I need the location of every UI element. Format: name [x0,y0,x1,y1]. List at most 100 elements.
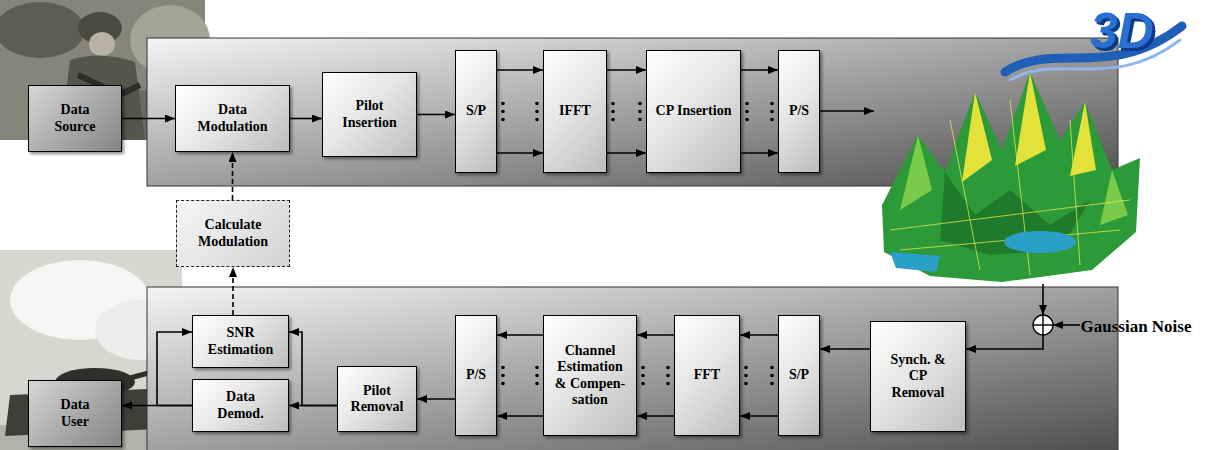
parallel-arrow [740,415,778,417]
box-label: Calculate Modulation [187,217,279,249]
box-label: Data User [45,397,105,429]
terrain-illustration [882,26,1182,282]
signal-connector [122,118,175,119]
process-box: IFFT [543,50,607,173]
signal-connector [607,70,646,153]
tap-arrow [289,332,337,406]
sink-box: Data User [28,380,122,447]
ellipsis-dot [611,118,615,122]
box-label: P/S [789,103,809,119]
parallel-arrow [497,69,543,71]
terrain-mountains [882,72,1140,282]
box-label: Data Demod. [210,389,272,421]
signal-connector [289,332,337,406]
ellipsis-dot [641,382,645,386]
photo-foliage [0,2,85,58]
box-label: Synch. & CP Removal [887,352,949,400]
parallel-arrow [741,69,778,71]
ellipsis-dot [611,102,615,106]
process-box: Data Demod. [192,379,289,432]
receiver-panel [147,287,1118,450]
ellipsis-dot [770,382,774,386]
process-box: FFT [674,315,740,436]
signal-connector [290,118,322,119]
box-label: FFT [694,367,720,383]
terrain-lake [890,252,940,272]
signal-connector [417,399,455,400]
ellipsis-dot [641,366,645,370]
ellipsis-dot [638,102,642,106]
converter-box: P/S [455,315,497,436]
converter-box: S/P [455,50,497,173]
ellipsis-dot [641,374,645,378]
signal-label: Gaussian Noise [1080,317,1192,337]
feedback-arrow [232,152,234,200]
ellipsis-dot [535,102,539,106]
terrain-highlight [1070,102,1096,176]
box-label: S/P [789,367,809,383]
terrain-highlight [1015,72,1046,166]
process-box: CP Insertion [646,50,741,173]
ellipsis-dot [638,118,642,122]
converter-box: P/S [778,50,820,173]
signal-connector [741,70,778,153]
parallel-arrow [741,152,778,154]
terrain-highlight [962,92,992,182]
ellipsis-dot [611,110,615,114]
ellipsis-dot [501,374,505,378]
feedback-box: Calculate Modulation [176,200,290,267]
ellipsis-dot [744,366,748,370]
ellipsis-dot [770,374,774,378]
parallel-arrow [637,334,674,336]
ellipsis-dot [745,102,749,106]
signal-arrow [417,398,455,400]
ellipsis-dot [535,374,539,378]
ellipsis-dot [535,366,539,370]
process-box: Pilot Removal [337,366,417,432]
parallel-arrow [497,152,543,154]
channel-input-arrow [820,110,874,112]
box-label: Data Source [45,102,105,134]
signal-connector [417,114,455,115]
box-label: Data Modulation [187,102,279,134]
ellipsis-dot [666,374,670,378]
parallel-arrow [607,152,646,154]
ellipsis-dot [744,374,748,378]
ellipsis-dot [501,102,505,106]
ellipsis-dot [501,110,505,114]
tap-arrow [157,332,192,406]
process-box: Data Modulation [175,85,290,152]
process-box: Channel Estimation & Compen- sation [543,315,637,436]
ellipsis-dot [638,110,642,114]
ellipsis-dot [770,118,774,122]
logo-text: 3D [1090,6,1154,56]
process-box: SNR Estimation [192,315,289,368]
channel-output-arrow [1042,284,1044,315]
ellipsis-dot [535,110,539,114]
box-label: Pilot Insertion [332,98,407,130]
ellipsis-dot [501,366,505,370]
ellipsis-dot [501,382,505,386]
adder-symbol [1033,315,1053,335]
ellipsis-dot [666,366,670,370]
terrain-mesh [890,100,1130,275]
converter-box: S/P [778,315,820,436]
box-label: SNR Estimation [200,325,282,357]
signal-arrow [820,348,870,350]
terrain-highlight [1100,170,1128,225]
process-box: Synch. & CP Removal [870,321,966,432]
signal-connector [233,267,234,315]
ellipsis-dot [745,118,749,122]
signal-connector [497,335,543,416]
source-box: Data Source [28,85,122,152]
receiver-input-arrow [966,335,1043,349]
parallel-arrow [497,334,543,336]
ellipsis-dot [770,366,774,370]
parallel-arrow [607,69,646,71]
box-label: S/P [466,103,486,119]
parallel-arrow [497,415,543,417]
signal-connector [497,70,543,153]
soldier-face [89,32,115,56]
ellipsis-dot [770,110,774,114]
